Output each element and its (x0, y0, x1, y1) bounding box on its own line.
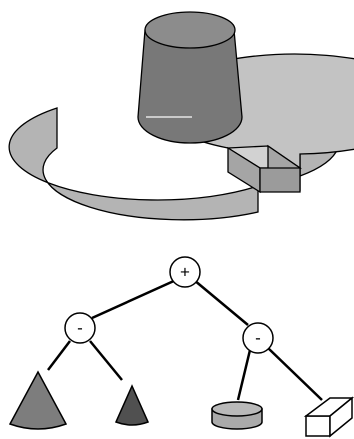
boss-top (144, 11, 236, 49)
tree-edge (91, 278, 177, 320)
notch-lower-face (259, 167, 301, 193)
left-subtract-node: - (64, 312, 96, 344)
right-operator: - (255, 329, 261, 348)
disc-side (8, 107, 259, 221)
root-node: + (169, 256, 201, 288)
csg-tree: + - - (8, 256, 354, 438)
right-subtract-node: - (242, 322, 274, 354)
cone-primitive (8, 370, 68, 430)
boss-body (137, 29, 243, 144)
tree-edge (47, 340, 71, 371)
cylinder-primitive (211, 401, 263, 430)
small-cone-primitive (114, 384, 150, 426)
tree-edge (193, 279, 249, 326)
left-operator: - (77, 319, 83, 338)
tree-edge (89, 340, 123, 381)
tree-edge (267, 347, 323, 401)
root-operator: + (180, 263, 190, 282)
box-primitive (303, 396, 354, 438)
composite-solid (8, 11, 354, 221)
tree-edge (236, 349, 252, 401)
